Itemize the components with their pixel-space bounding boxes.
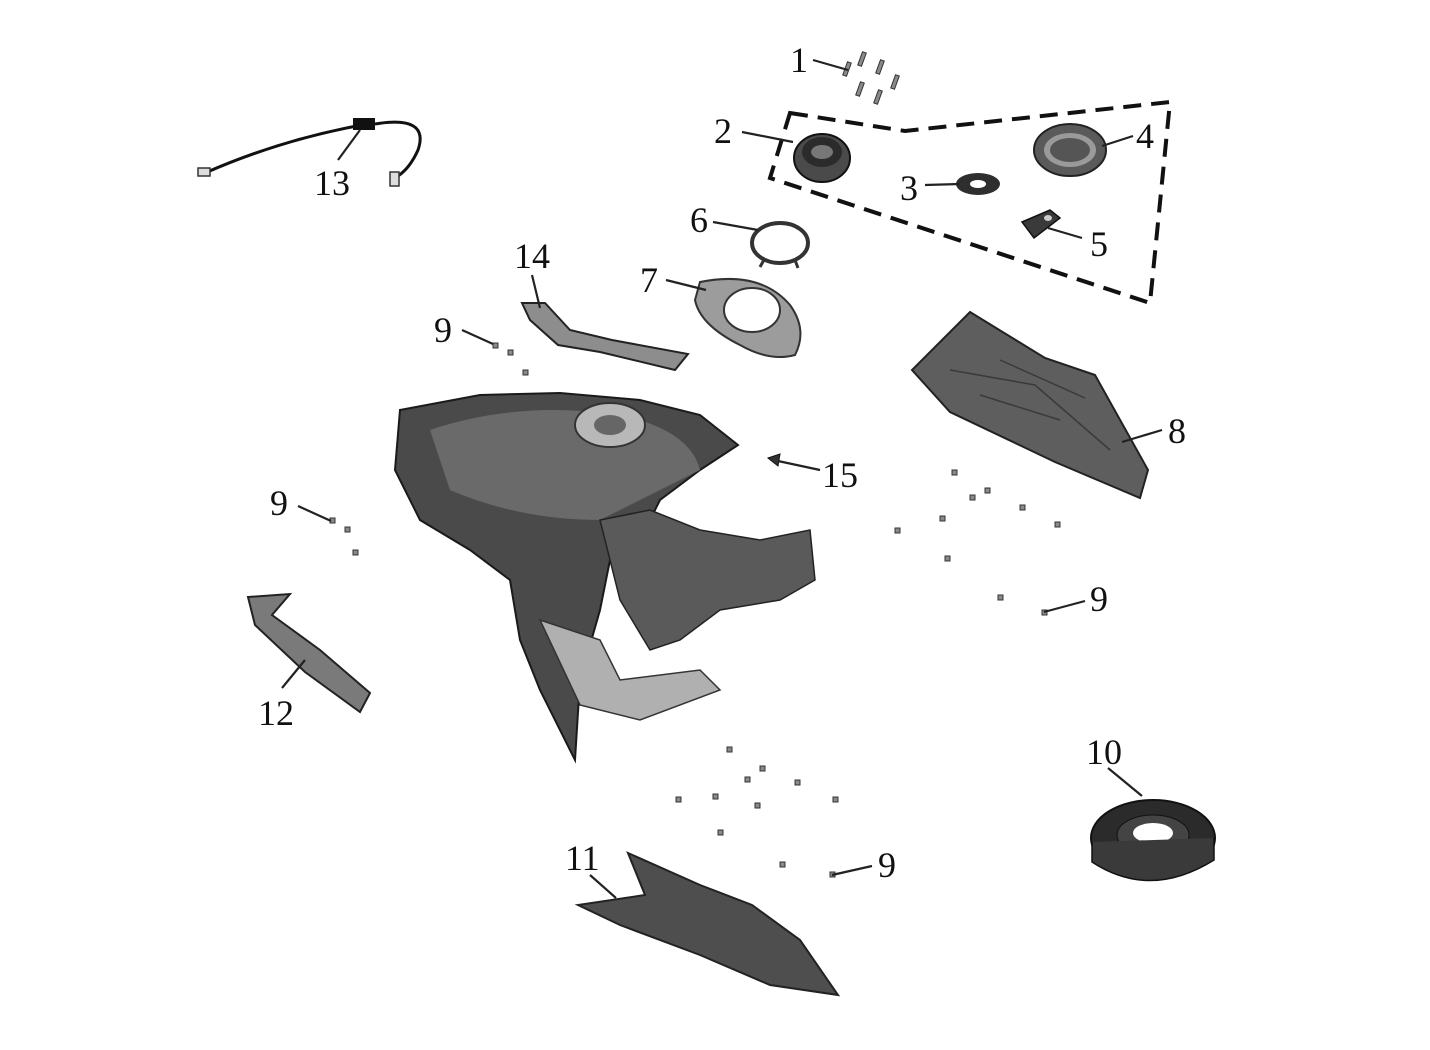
callout-7: 7: [640, 260, 658, 300]
callout-6: 6: [690, 200, 708, 240]
part-10-tape-roll: [1090, 799, 1216, 882]
part-11-lower-panel: [574, 851, 841, 997]
leader-lines: [281, 58, 1163, 899]
callout-10: 10: [1086, 732, 1122, 772]
callout-1: 1: [790, 40, 808, 80]
callout-12: 12: [258, 693, 294, 733]
callout-9-lower: 9: [878, 845, 896, 885]
callout-9-left: 9: [270, 483, 288, 523]
callout-2: 2: [714, 111, 732, 151]
part-12-left-trim: [246, 592, 372, 714]
fuel-cap-kit-group-outline: [767, 99, 1173, 306]
callout-14: 14: [514, 236, 550, 276]
callout-labels: 1 2 3 4 5 6 7 8 9 9 9 9 10 11 12 13 14 1…: [258, 40, 1186, 885]
part-5-bracket: [1020, 209, 1062, 240]
callout-8: 8: [1168, 411, 1186, 451]
part-1-screws: [842, 51, 900, 105]
callout-15: 15: [822, 455, 858, 495]
part-8-side-panel: [910, 310, 1150, 500]
callout-9-right: 9: [1090, 579, 1108, 619]
part-13-wire-harness: [197, 118, 422, 187]
part-2-fuel-cap: [793, 133, 851, 183]
part-7-cap-cover: [693, 277, 802, 358]
callout-3: 3: [900, 168, 918, 208]
callout-11: 11: [565, 838, 600, 878]
callout-9-upper: 9: [434, 310, 452, 350]
part-4-seal-ring: [1033, 123, 1107, 177]
part-3-gasket: [956, 173, 1000, 195]
part-15-clip: [766, 453, 781, 467]
callout-4: 4: [1136, 116, 1154, 156]
fuel-tank-assembly: [393, 391, 816, 764]
part-6-ring-clip: [750, 221, 810, 269]
callout-13: 13: [314, 163, 350, 203]
part-14-upper-trim: [520, 302, 690, 372]
callout-5: 5: [1090, 224, 1108, 264]
